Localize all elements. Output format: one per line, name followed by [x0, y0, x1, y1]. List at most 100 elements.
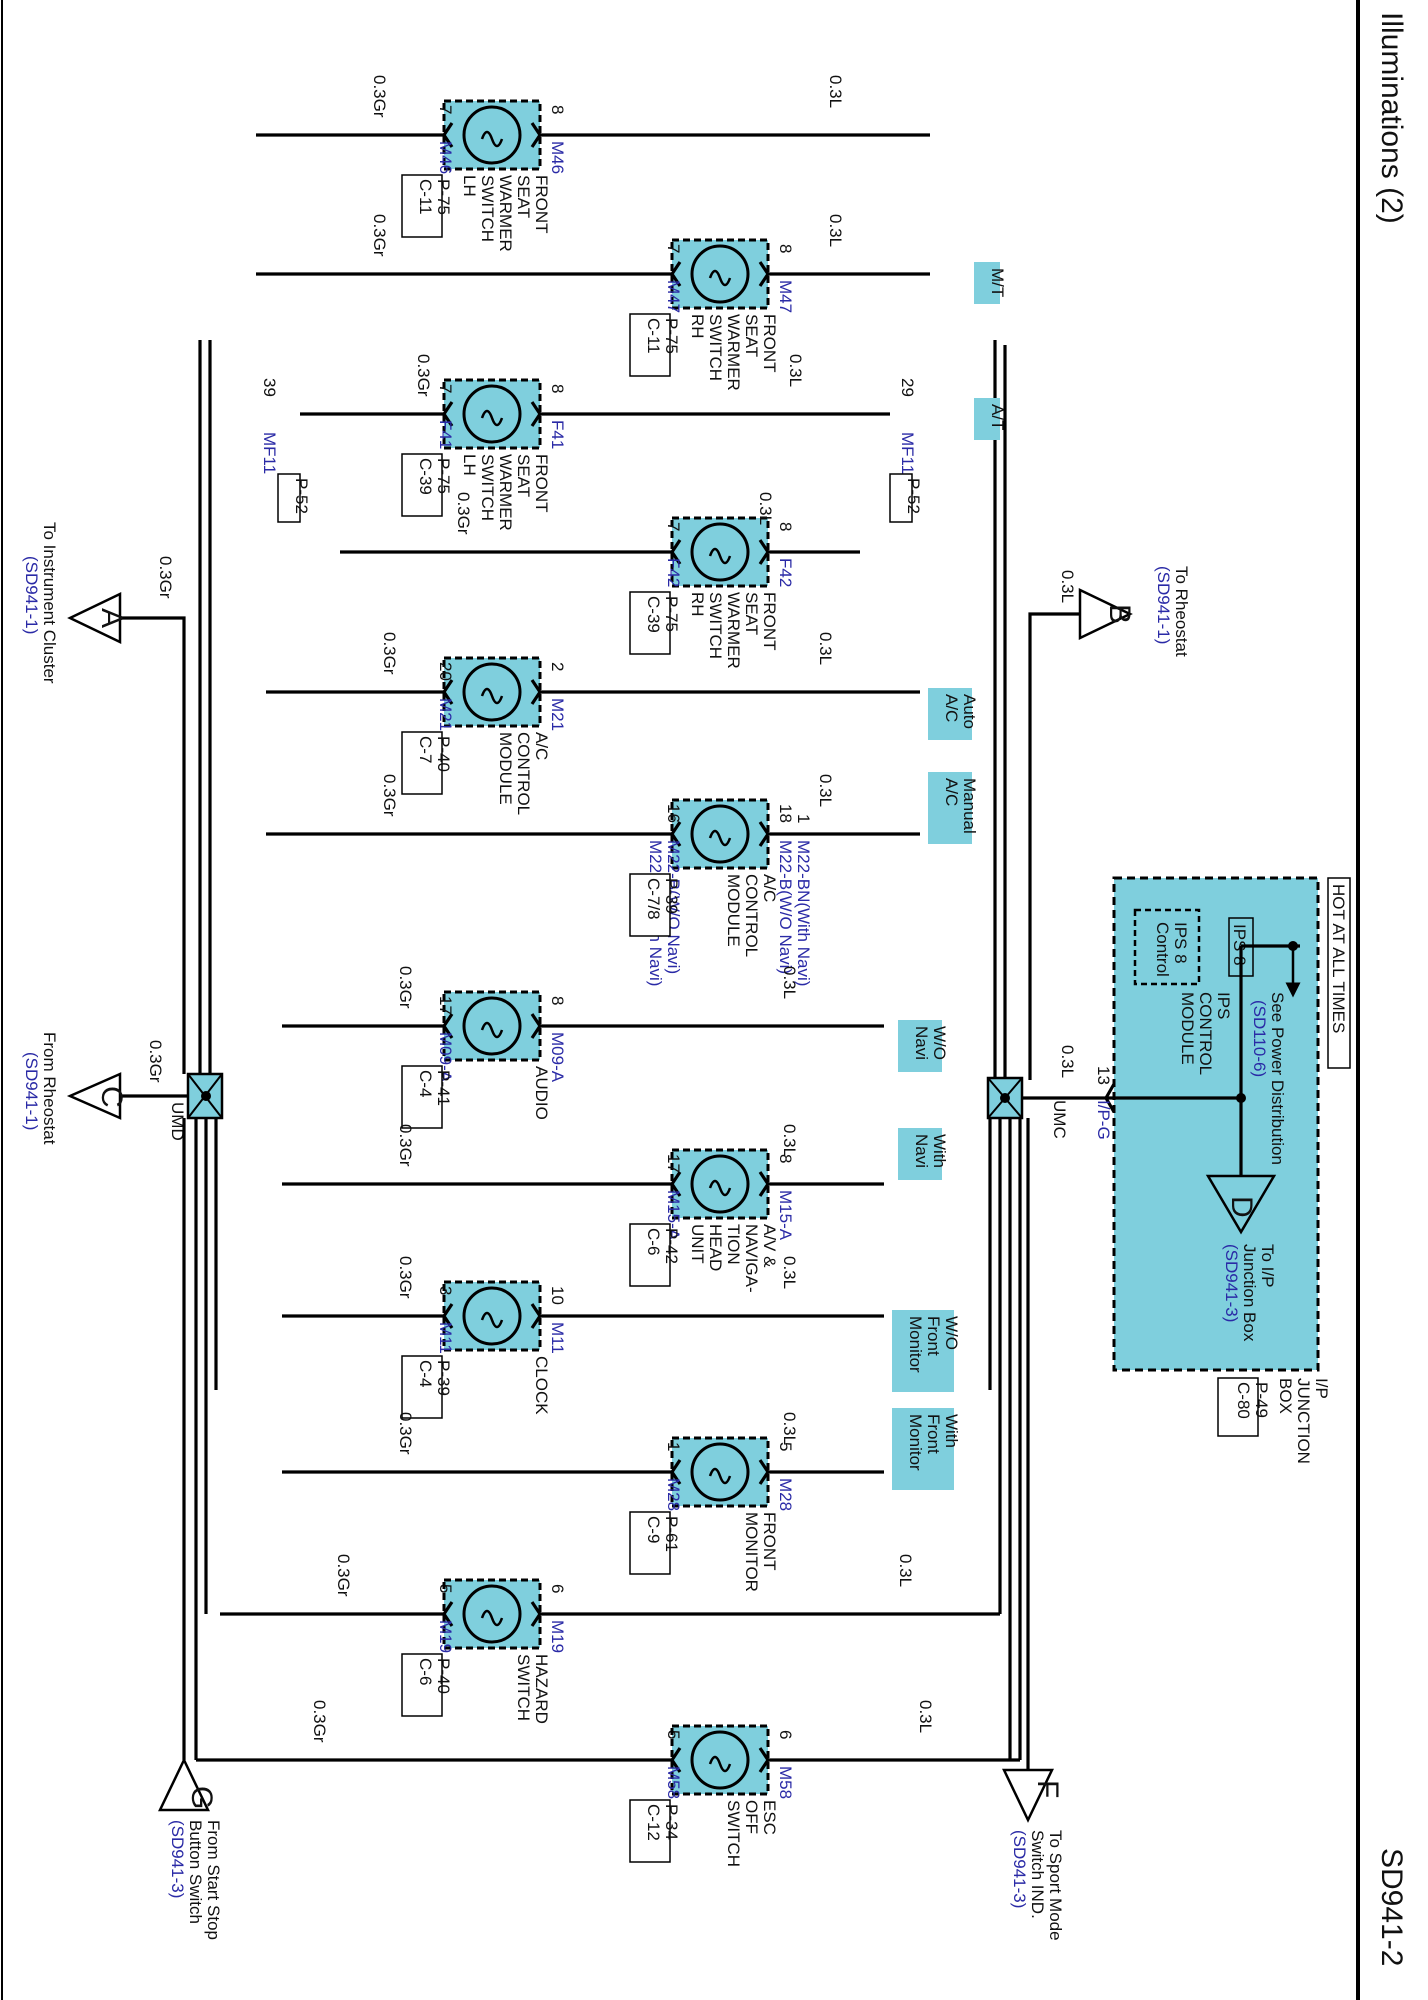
wire-label-supply: 0.3L	[916, 1700, 935, 1733]
pin-supply: 8	[548, 996, 567, 1005]
lamp-icon	[462, 384, 522, 444]
component-name-line: A/C	[532, 732, 551, 760]
filament-icon	[480, 409, 504, 427]
connector-left	[670, 821, 682, 847]
component-name-line: MODULE	[724, 874, 743, 947]
component-code: C-6	[644, 1228, 663, 1255]
component-name-line: HAZARD	[532, 1654, 551, 1724]
lamp-icon	[690, 804, 750, 864]
component-code: C-9	[644, 1516, 663, 1543]
ref-c-letter: C	[95, 1086, 128, 1108]
pin-ground: 1	[664, 1442, 683, 1451]
option-at: A/T	[974, 398, 1007, 440]
option-tag-text: Monitor	[906, 1316, 925, 1373]
conn-supply: M46	[548, 141, 567, 174]
conn-supply: F41	[548, 420, 567, 449]
option-tag-text: With	[930, 1134, 949, 1168]
pin-ground: 5	[436, 1584, 455, 1593]
component-name-line: SWITCH	[514, 1654, 533, 1721]
connector-right	[530, 679, 542, 705]
ref-c-ref: (SD941-1)	[22, 1052, 41, 1130]
connector-left	[442, 401, 454, 427]
umd-label: UMD	[168, 1102, 187, 1141]
pin-ground: 7	[664, 244, 683, 253]
ref-f-text-1: To Sport Mode	[1046, 1830, 1065, 1941]
ref-g-text-1: From Start Stop	[204, 1820, 223, 1940]
wire-label-ground: 0.3Gr	[396, 1256, 415, 1299]
option-tag-text: Monitor	[906, 1414, 925, 1471]
pin-supply: 8	[548, 105, 567, 114]
wire-label-ground: 0.3Gr	[396, 966, 415, 1009]
lamp-icon	[690, 522, 750, 582]
connector-left	[442, 1013, 454, 1039]
filament-icon	[480, 130, 504, 148]
filament-icon	[480, 687, 504, 705]
option-tag-bg	[892, 1310, 954, 1392]
page-title: Illuminations (2)	[1375, 12, 1408, 224]
connector-right	[530, 1303, 542, 1329]
pin-ground: 7	[436, 105, 455, 114]
wire-label-supply: 0.3L	[780, 1256, 799, 1289]
wire-label-supply: 0.3L	[780, 966, 799, 999]
component-name-line: OFF	[742, 1800, 761, 1834]
conn-supply: F42	[776, 558, 795, 587]
ref-g-text-2: Button Switch	[186, 1820, 205, 1924]
ref-b-ref: (SD941-1)	[1154, 566, 1173, 644]
component-page: P-75	[434, 179, 453, 215]
component-name-line: ESC	[760, 1800, 779, 1835]
component-name-line: CONTROL	[514, 732, 533, 815]
mf11-conn-ground: MF11	[260, 432, 279, 474]
bundle-left	[194, 340, 218, 1760]
option-tag-text: With	[942, 1414, 961, 1448]
component-page: P-40	[434, 736, 453, 772]
filament-icon	[480, 1021, 504, 1039]
component-name-line: SWITCH	[724, 1800, 743, 1867]
ref-f-text-2: Switch IND.	[1028, 1830, 1047, 1919]
component-name-line: A/C	[760, 874, 779, 902]
conn-ground: M21	[436, 698, 455, 731]
component-name-line: FRONT	[532, 175, 551, 234]
component-code: C-7/8	[644, 878, 663, 920]
connector-right	[530, 1013, 542, 1039]
wire-label-supply: 0.3L	[756, 492, 775, 525]
page-box	[629, 1799, 671, 1863]
component-name-line: TION	[724, 1224, 743, 1265]
option-tag-text: Auto	[960, 694, 979, 729]
conn-supply: M19	[548, 1620, 567, 1653]
option-tag-text: A/C	[942, 694, 961, 722]
option-tag-text: W/O	[930, 1026, 949, 1060]
component-name-line: SWITCH	[478, 175, 497, 242]
lamp-icon	[462, 105, 522, 165]
component-page: P-61	[662, 1516, 681, 1552]
ref-d-letter: D	[1225, 1196, 1258, 1218]
conn-supply-alt: M22-BN(With Navi)	[794, 840, 813, 986]
conn-ground: M58	[664, 1766, 683, 1799]
ip-code: C-80	[1234, 1382, 1253, 1419]
hot-at-all-times-label: HOT AT ALL TIMES	[1329, 884, 1348, 1033]
wire-label-ground: 0.3Gr	[380, 774, 399, 817]
option-mt: M/T	[974, 262, 1007, 304]
connector-right	[530, 401, 542, 427]
option-tag-bg	[928, 772, 972, 844]
connector-right	[758, 821, 770, 847]
connector-right	[758, 1747, 770, 1773]
option-tag-text: M/T	[988, 268, 1007, 297]
wire-label-supply: 0.3L	[826, 214, 845, 247]
pin-supply: 8	[776, 244, 795, 253]
ref-b-wire	[1028, 612, 1080, 1080]
component-name-line: MONITOR	[742, 1512, 761, 1592]
connector-right	[758, 1459, 770, 1485]
component-name-line: AUDIO	[532, 1066, 551, 1120]
connector-right	[758, 1171, 770, 1197]
pin-ground: 7	[664, 522, 683, 531]
ip-name-line-1: I/P	[1312, 1378, 1331, 1399]
ref-b-letter: B	[1103, 604, 1136, 624]
wire-label-supply: 0.3L	[816, 632, 835, 665]
